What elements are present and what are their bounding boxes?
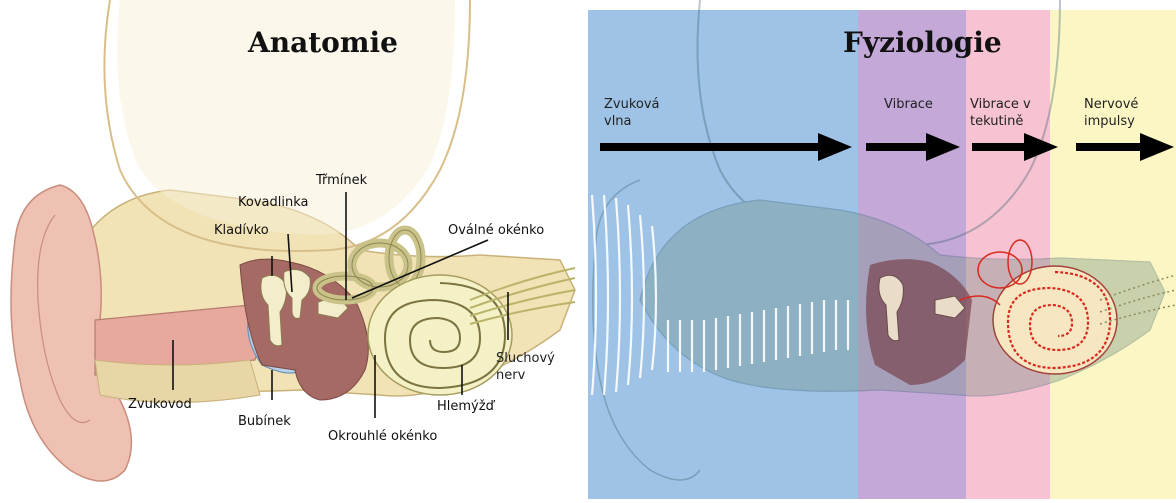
label-eardrum: Bubínek xyxy=(238,413,291,430)
anatomy-title: Anatomie xyxy=(248,26,398,59)
stage-label-sound-wave: Zvuková vlna xyxy=(604,96,660,130)
stage-label-fluid-vibration: Vibrace v tekutině xyxy=(970,96,1031,130)
stage-band-nerve xyxy=(1050,10,1176,499)
label-ear-canal: Zvukovod xyxy=(128,396,192,413)
label-auditory-nerve: Sluchový nerv xyxy=(496,350,555,384)
stage-label-vibration: Vibrace xyxy=(884,96,933,113)
label-stapes: Třmínek xyxy=(316,172,367,189)
label-malleus: Kladívko xyxy=(214,222,269,239)
physiology-panel xyxy=(588,0,1176,499)
label-oval-window: Oválné okénko xyxy=(448,222,544,239)
label-cochlea: Hlemýžď xyxy=(437,398,494,415)
label-incus: Kovadlinka xyxy=(238,194,308,211)
stage-label-nerve-impulses: Nervové impulsy xyxy=(1084,96,1138,130)
label-round-window: Okrouhlé okénko xyxy=(328,428,437,445)
physiology-title: Fyziologie xyxy=(843,26,1002,59)
